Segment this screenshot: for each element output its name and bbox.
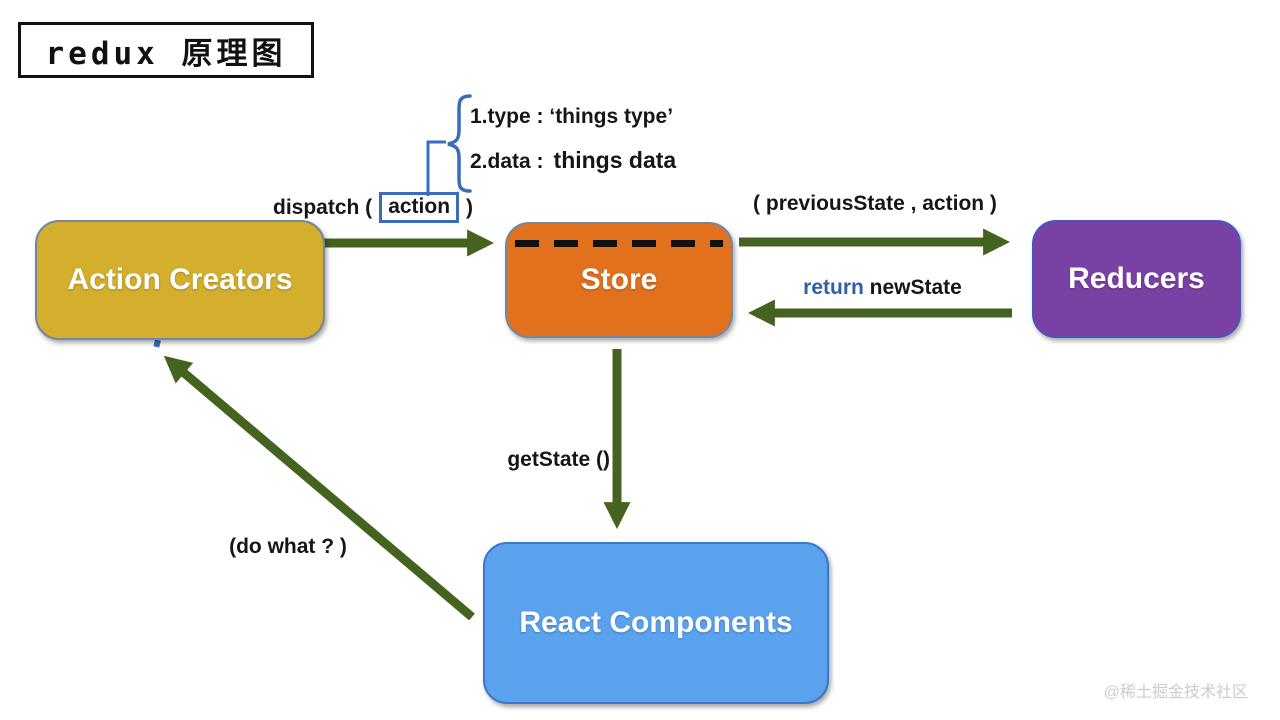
annotation-type-line: 1.type : ‘things type’ [470,105,674,128]
node-react-components-label: React Components [519,606,793,640]
action-chip: action [379,192,460,224]
node-reducers: Reducers [1032,220,1241,338]
store-dashed-line [515,240,723,247]
return-newstate-label: return newState [755,276,1010,300]
annotation-data-value: things data [553,147,677,173]
page-title: redux 原理图 [18,22,314,78]
node-store-label: Store [580,263,658,297]
watermark: @稀土掘金技术社区 [1103,684,1248,701]
getstate-label: getState () [507,448,610,471]
newstate-text: newState [863,276,962,299]
node-action-creators-label: Action Creators [67,263,293,297]
arrow-do-what [163,355,475,621]
curly-brace [447,94,472,193]
do-what-label: (do what ? ) [229,535,347,558]
annotation-data-line: 2.data : things data [470,147,676,174]
previous-state-label: ( previousState , action ) [753,192,997,215]
dispatch-label: dispatch ( action ) [273,192,474,224]
dispatch-prefix: dispatch ( [273,195,373,219]
node-store: Store [505,222,733,338]
annotation-data-label: 2.data : [470,150,544,173]
node-action-creators: Action Creators [35,220,325,340]
action-brace-connector [426,140,446,196]
dispatch-suffix: ) [466,195,474,219]
node-reducers-label: Reducers [1068,262,1205,296]
node-react-components: React Components [483,542,829,704]
return-keyword: return [803,276,864,299]
